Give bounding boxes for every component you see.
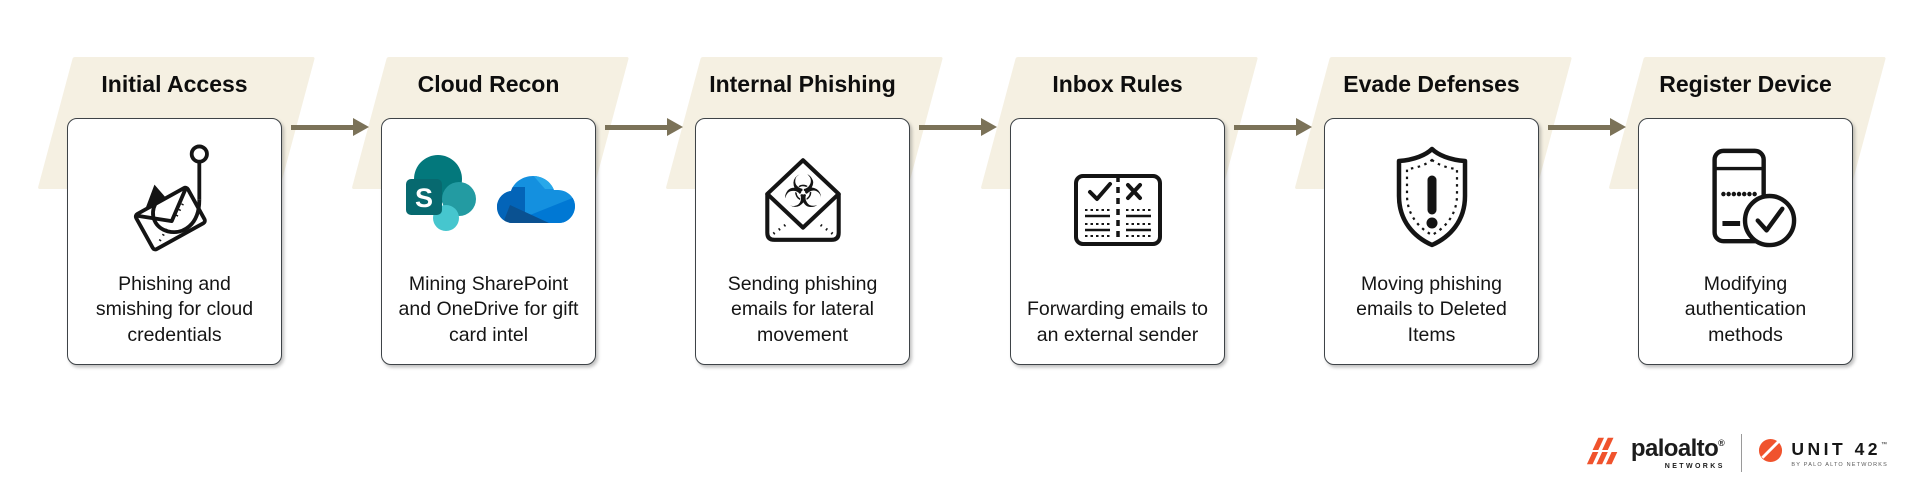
unit42-wordmark: UNIT 42™ BY PALO ALTO NETWORKS <box>1791 438 1888 468</box>
stage-description: Sending phishing emails for lateral move… <box>727 272 878 346</box>
sharepoint-and-onedrive-logos: S <box>401 119 577 272</box>
stage-card: ☣ Sending phishing emails for lateral mo… <box>695 118 910 365</box>
trademark-symbol: ™ <box>1881 441 1888 448</box>
stage-title: Inbox Rules <box>1052 71 1183 97</box>
stage-inbox-rules: Inbox Rules <box>980 0 1258 385</box>
stage-initial-access: Initial Access Phishing and smishing fo <box>37 0 315 385</box>
stage-register-device: Register Device Modifying au <box>1608 0 1886 385</box>
phishing-hook-envelope-icon <box>122 119 227 272</box>
stage-title: Initial Access <box>101 71 248 97</box>
stage-title: Evade Defenses <box>1343 71 1520 97</box>
stage-description: Moving phishing emails to Deleted Items <box>1356 272 1507 346</box>
paloalto-networks-subtext: NETWORKS <box>1664 462 1725 470</box>
svg-text:S: S <box>414 183 432 213</box>
stage-internal-phishing: Internal Phishing ☣ Sending phishing ema… <box>665 0 943 385</box>
paloalto-wordmark: paloalto® NETWORKS <box>1630 434 1725 470</box>
paloalto-mark-icon <box>1585 436 1623 471</box>
stage-card: S Min <box>381 118 596 365</box>
shield-alert-icon <box>1384 119 1480 272</box>
stage-title: Register Device <box>1659 71 1832 97</box>
unit42-mark-icon <box>1758 438 1783 468</box>
stage-description: Mining SharePoint and OneDrive for gift … <box>398 272 579 346</box>
unit42-logo: UNIT 42™ BY PALO ALTO NETWORKS <box>1758 438 1888 468</box>
flow-arrow <box>291 117 371 137</box>
flow-arrow <box>605 117 685 137</box>
stage-title: Internal Phishing <box>709 71 896 97</box>
stage-card: Forwarding emails to an external sender <box>1010 118 1225 365</box>
biohazard-envelope-icon: ☣ <box>752 119 854 272</box>
flow-arrow <box>1234 117 1314 137</box>
stage-evade-defenses: Evade Defenses Moving phishing emails to… <box>1294 0 1572 385</box>
footer-brand-logos: paloalto® NETWORKS UNIT 42™ BY PALO ALTO… <box>1585 434 1888 472</box>
phone-check-icon <box>1693 119 1799 272</box>
stage-card: Phishing and smishing for cloud credenti… <box>67 118 282 365</box>
flow-arrow <box>1548 117 1628 137</box>
inbox-rules-list-icon <box>1070 119 1166 297</box>
paloalto-networks-logo: paloalto® NETWORKS <box>1585 436 1725 471</box>
onedrive-logo-icon <box>496 176 575 224</box>
svg-text:☣: ☣ <box>782 166 822 217</box>
stage-description: Forwarding emails to an external sender <box>1027 298 1208 346</box>
stage-cloud-recon: Cloud Recon S <box>351 0 629 385</box>
stage-title: Cloud Recon <box>417 71 560 97</box>
stage-card: Moving phishing emails to Deleted Items <box>1324 118 1539 365</box>
stage-card: Modifying authentication methods <box>1638 118 1853 365</box>
logo-divider <box>1740 434 1743 472</box>
flow-arrow <box>919 117 999 137</box>
stage-description: Modifying authentication methods <box>1684 272 1807 346</box>
registered-symbol: ® <box>1718 437 1725 448</box>
unit42-subtext: BY PALO ALTO NETWORKS <box>1791 461 1888 468</box>
stage-description: Phishing and smishing for cloud credenti… <box>95 272 254 346</box>
sharepoint-logo-icon: S <box>405 155 476 232</box>
